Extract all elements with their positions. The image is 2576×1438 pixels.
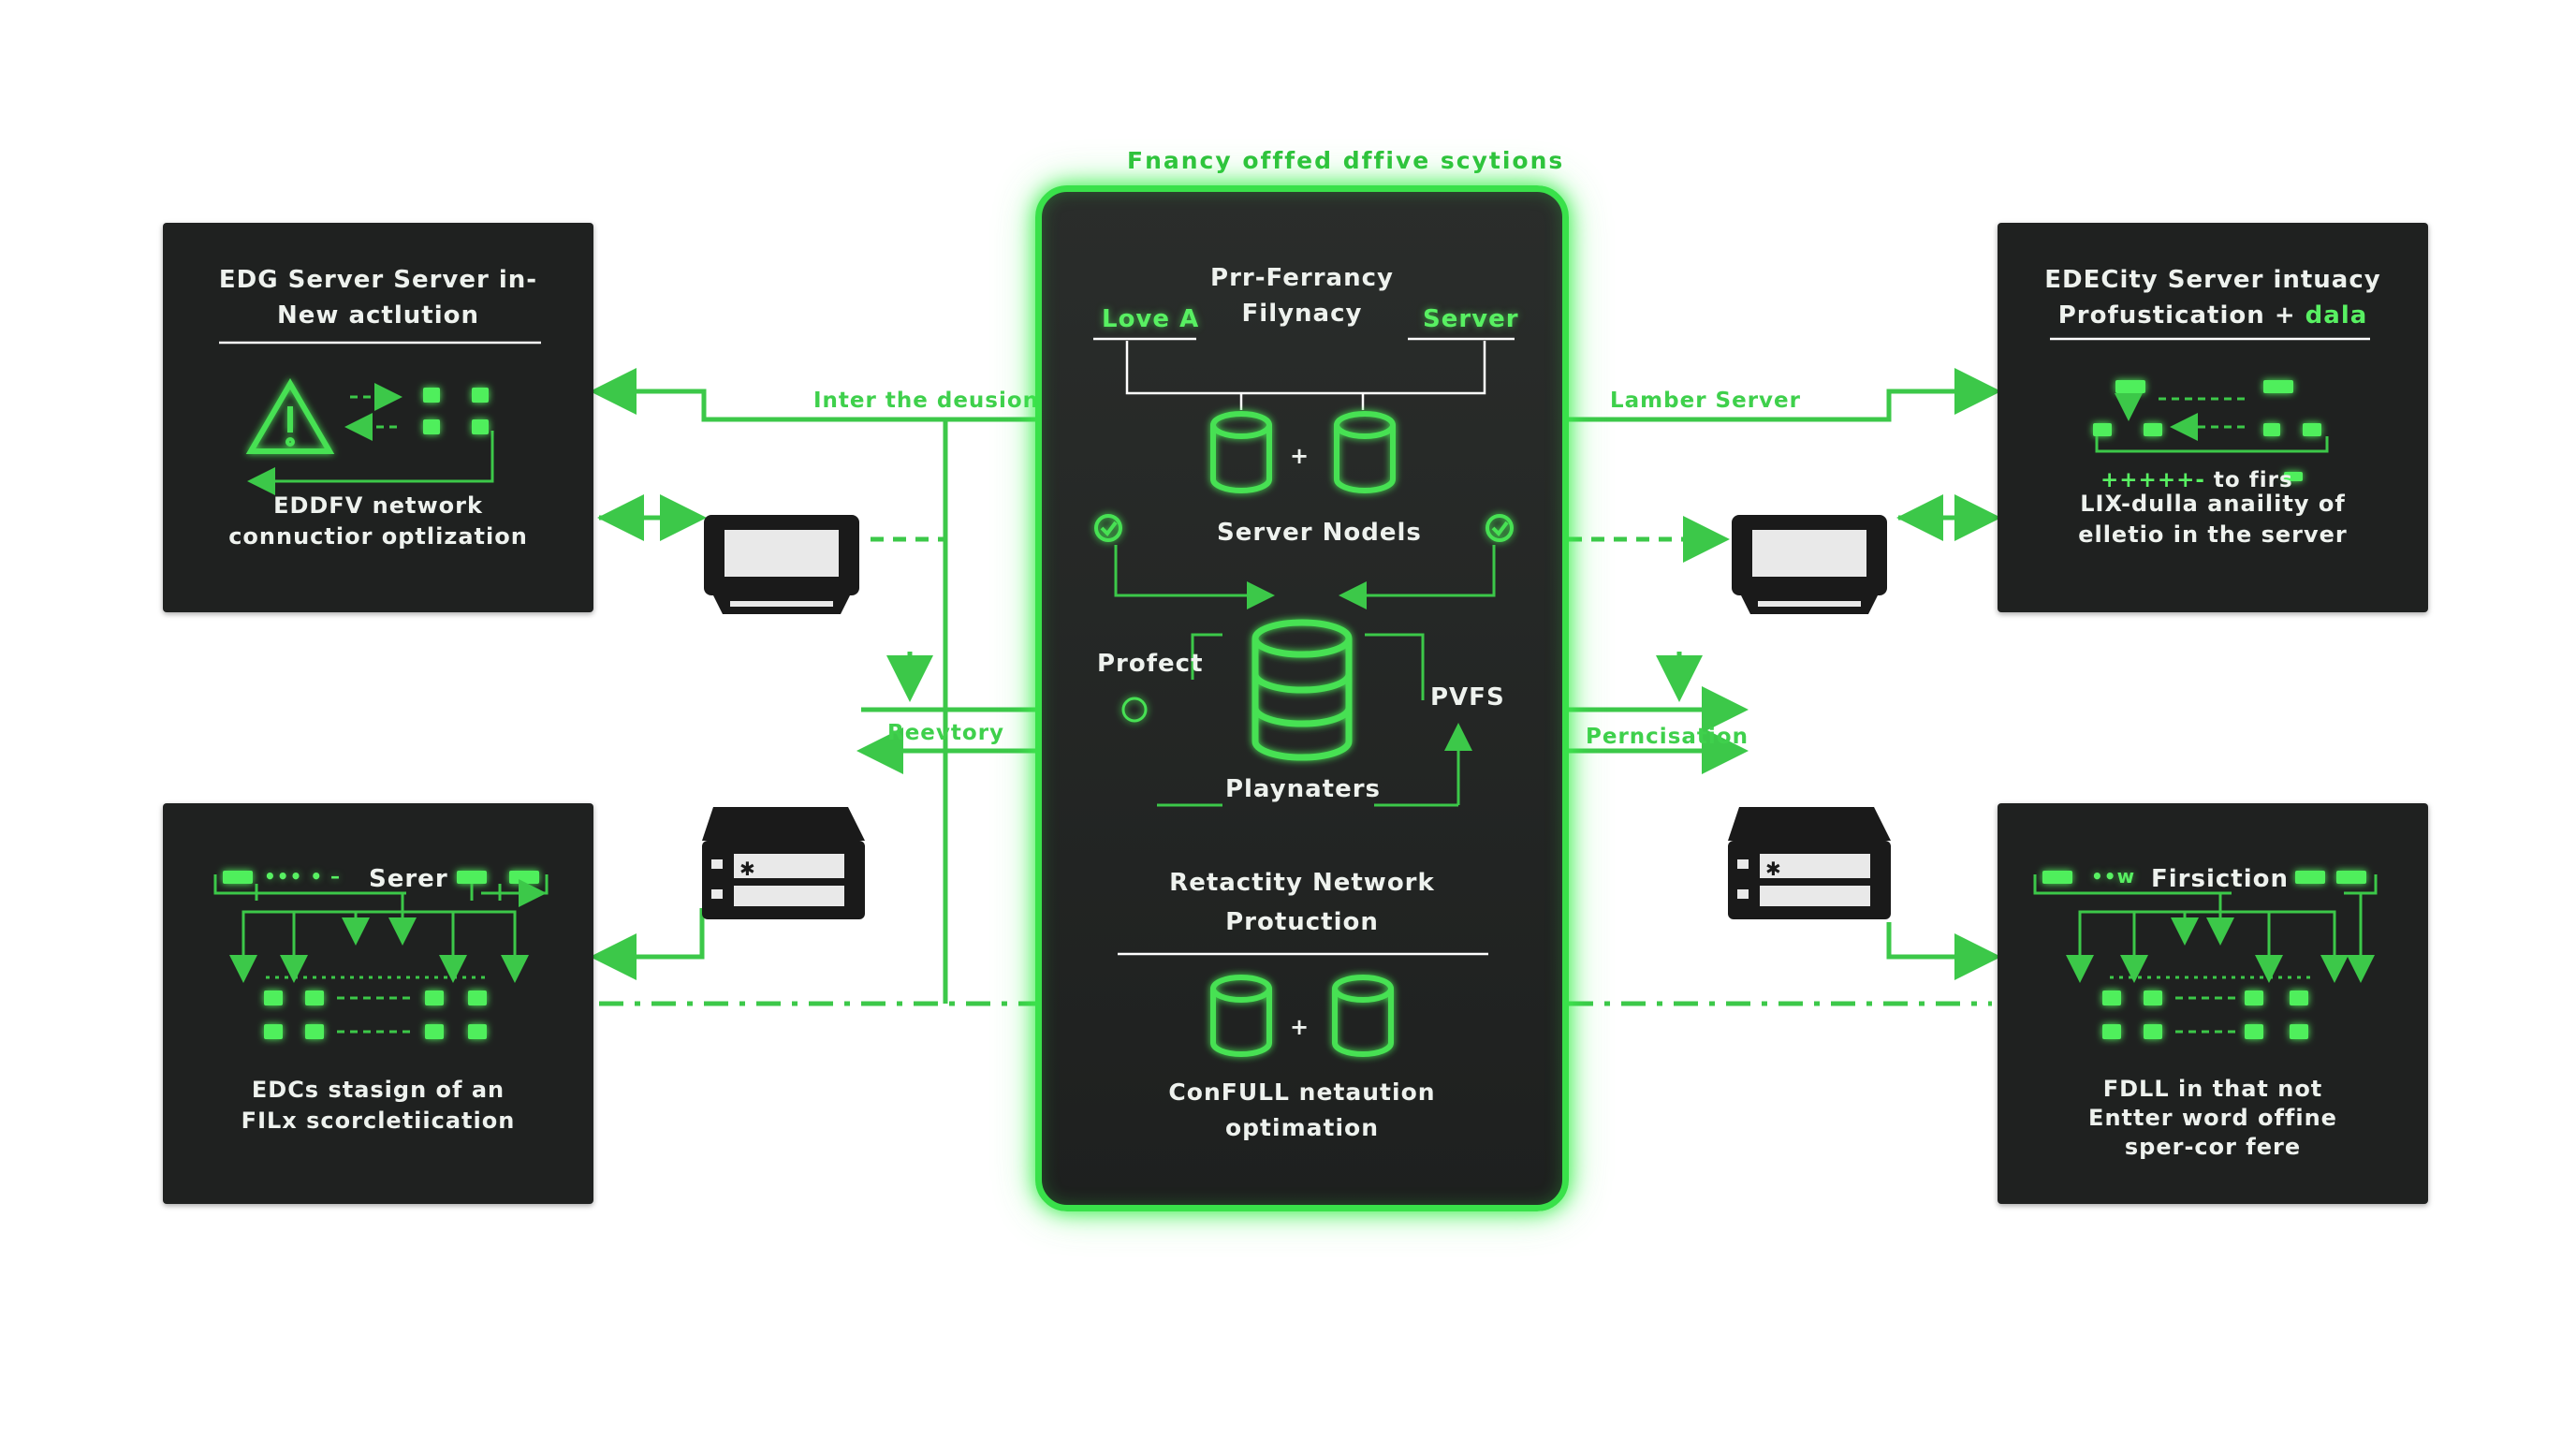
panel-top-right-caption: LIX-dulla anaility of elletio in the ser… xyxy=(2078,491,2348,548)
central-top-title: Prr-Ferrancy Filynacy xyxy=(1210,264,1394,328)
database-icon xyxy=(1334,411,1396,493)
svg-text:✱: ✱ xyxy=(739,858,755,880)
connector-line xyxy=(590,908,705,980)
panel-top-left xyxy=(163,223,593,612)
panel-top-left-caption: EDDFV network connuctior optlization xyxy=(228,492,528,550)
node-dot-icon xyxy=(2042,871,2366,1039)
server-rack-icon: ✱ xyxy=(702,807,865,919)
connector-line xyxy=(1569,368,2001,422)
central-right-tag: Server xyxy=(1423,305,1519,333)
panel-top-left-title: EDG Server Server in- New actlution xyxy=(218,266,538,330)
connector-line xyxy=(1886,922,2001,980)
panel-top-right-graphics xyxy=(2050,337,2370,481)
panel-top-right-title-accent: dala xyxy=(2305,301,2368,330)
server-rack-icon: ✱ xyxy=(1728,807,1891,919)
central-node-panel xyxy=(1035,185,1569,1211)
central-bottom-label: ConFULL netaution optimation xyxy=(1168,1078,1436,1141)
warning-triangle-icon xyxy=(245,378,335,454)
central-right-side-label: PVFS xyxy=(1430,683,1505,712)
panel-bottom-right-header: Firsiction xyxy=(2151,865,2290,893)
right-connectors xyxy=(1569,368,2001,1006)
check-circle-icon xyxy=(1094,514,1122,542)
monitor-icon xyxy=(704,515,859,614)
central-left-side-label: Profect xyxy=(1097,650,1204,678)
node-dot-icon xyxy=(2093,380,2321,481)
diagram-title: Fnancy offfed dffive scytions xyxy=(1127,147,1565,174)
panel-bottom-right xyxy=(1998,803,2428,1204)
node-dot-icon xyxy=(423,388,489,434)
panel-bottom-left-graphics xyxy=(213,871,549,1039)
panel-top-left-graphics xyxy=(219,341,541,495)
central-db-label: Playnaters xyxy=(1224,775,1382,803)
plus-sign: + xyxy=(1290,443,1310,469)
database-icon xyxy=(1332,975,1394,1057)
central-section-title: Retactity Network Protuction xyxy=(1169,869,1435,936)
panel-top-right xyxy=(1998,223,2428,612)
panel-bottom-right-header-dots: ••w xyxy=(2091,865,2136,888)
connector-label-right-lower: Perncisation xyxy=(1586,725,1749,749)
central-left-tag: Love A xyxy=(1102,305,1200,333)
monitor-icon xyxy=(1732,515,1887,614)
plus-sign: + xyxy=(1290,1014,1310,1040)
panel-bottom-right-graphics xyxy=(2033,871,2378,1039)
connector-label-left-upper: Inter the deusion xyxy=(813,389,1040,413)
panel-bottom-left-caption: EDCs stasign of an FILx scorcletiication xyxy=(241,1077,516,1134)
left-connectors xyxy=(590,368,1035,1006)
central-db-row-label: Server Nodels xyxy=(1217,519,1422,547)
database-icon xyxy=(1210,975,1272,1057)
connector-label-left-lower: Reevtory xyxy=(887,721,1005,745)
panel-bottom-left xyxy=(163,803,593,1204)
svg-text:✱: ✱ xyxy=(1765,858,1781,880)
database-icon xyxy=(1251,619,1353,761)
connector-label-right-upper: Lamber Server xyxy=(1610,389,1801,413)
panel-bottom-left-header-dots: ••• • – xyxy=(264,865,342,888)
check-circle-icon xyxy=(1486,514,1514,542)
central-graphics xyxy=(1093,337,1515,1057)
panel-bottom-left-header: Serer xyxy=(369,865,448,893)
panel-bottom-right-caption: FDLL in that not Entter word offine sper… xyxy=(2088,1076,2337,1160)
database-icon xyxy=(1210,411,1272,493)
panel-top-right-inline: +++++- to firs xyxy=(2100,468,2293,492)
connector-line xyxy=(590,368,1035,422)
refresh-icon xyxy=(1121,697,1148,723)
